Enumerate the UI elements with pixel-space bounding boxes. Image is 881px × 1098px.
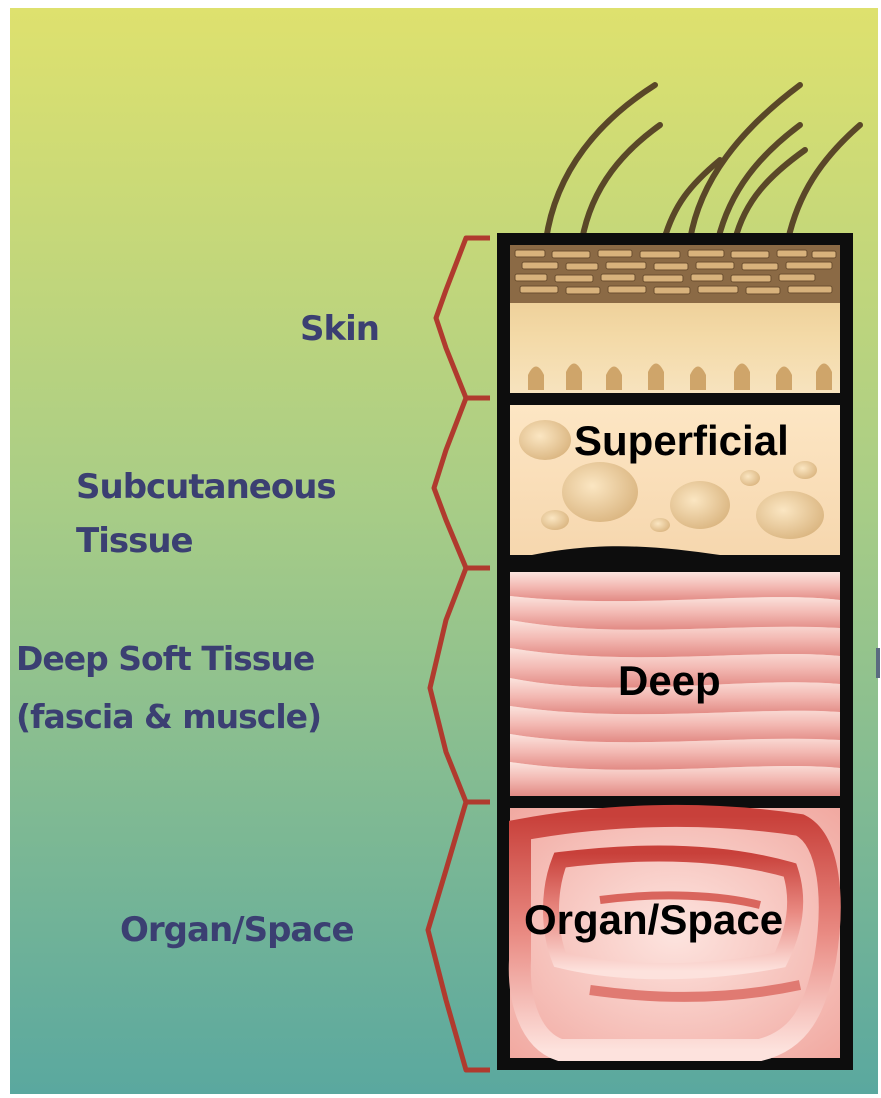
inner-label-deep: Deep bbox=[618, 657, 721, 705]
label-subcutaneous-line2: Tissue bbox=[76, 514, 193, 568]
label-skin: Skin bbox=[300, 302, 379, 356]
label-subcutaneous-line1: Subcutaneous bbox=[76, 460, 336, 514]
label-deep-line1: Deep Soft Tissue bbox=[16, 632, 314, 686]
edge-mark bbox=[876, 648, 880, 678]
skin-layer bbox=[510, 245, 840, 393]
label-organ-space: Organ/Space bbox=[120, 903, 354, 957]
inner-label-organ-space: Organ/Space bbox=[524, 896, 783, 944]
label-deep-line2: (fascia & muscle) bbox=[16, 690, 321, 744]
inner-label-superficial: Superficial bbox=[574, 417, 789, 465]
